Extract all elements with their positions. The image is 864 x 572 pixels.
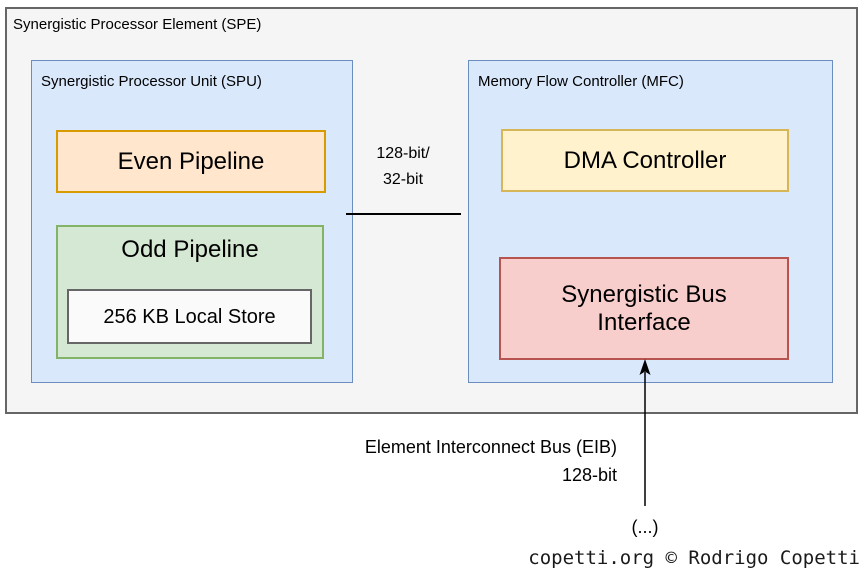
bus-width-line1: 128-bit/ <box>376 145 430 162</box>
bus-interface-label: Synergistic Bus Interface <box>561 280 727 336</box>
attribution-text: copetti.org © Rodrigo Copetti <box>528 547 860 569</box>
odd-pipeline-label: Odd Pipeline <box>121 236 259 263</box>
spu-mfc-connector-line <box>346 213 461 215</box>
spu-title: Synergistic Processor Unit (SPU) <box>41 73 262 90</box>
eib-label: Element Interconnect Bus (EIB) 128-bit <box>300 433 617 489</box>
spe-title: Synergistic Processor Element (SPE) <box>13 16 262 33</box>
even-pipeline-box: Even Pipeline <box>56 130 326 193</box>
dma-controller-box: DMA Controller <box>501 129 789 192</box>
odd-pipeline-box: Odd Pipeline 256 KB Local Store <box>56 225 324 359</box>
local-store-box: 256 KB Local Store <box>67 289 312 344</box>
eib-arrow <box>639 359 651 506</box>
spu-mfc-bus-width-label: 128-bit/ 32-bit <box>343 141 463 193</box>
mfc-title: Memory Flow Controller (MFC) <box>478 73 684 90</box>
spu-box: Synergistic Processor Unit (SPU) Even Pi… <box>31 60 353 383</box>
mfc-box: Memory Flow Controller (MFC) DMA Control… <box>468 60 833 383</box>
bus-width-line2: 32-bit <box>382 171 424 188</box>
bus-interface-box: Synergistic Bus Interface <box>499 257 789 360</box>
eib-name: Element Interconnect Bus (EIB) <box>364 437 617 457</box>
local-store-label: 256 KB Local Store <box>103 305 276 328</box>
even-pipeline-label: Even Pipeline <box>117 147 265 175</box>
spe-container: Synergistic Processor Element (SPE) Syne… <box>5 7 858 414</box>
eib-ellipsis: (...) <box>631 517 659 537</box>
eib-width: 128-bit <box>561 465 617 485</box>
dma-controller-label: DMA Controller <box>563 146 727 174</box>
